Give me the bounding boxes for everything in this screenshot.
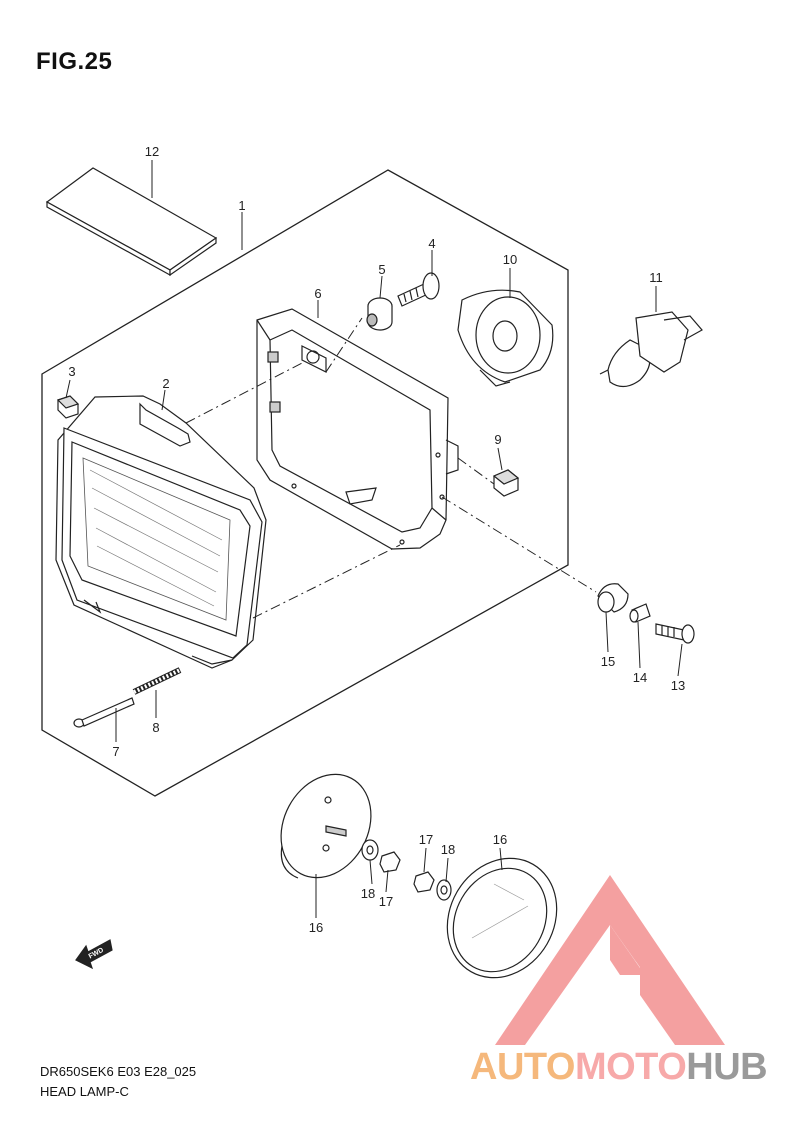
bulb-part-11 — [599, 311, 703, 388]
callout-12: 12 — [145, 144, 159, 159]
bushing-part-15 — [597, 583, 629, 613]
nut-part-17-right — [413, 871, 435, 893]
callout-11: 11 — [649, 270, 663, 285]
automotohub-logo-icon — [495, 875, 725, 1045]
callout-17b: 17 — [419, 832, 433, 847]
callout-4: 4 — [428, 236, 435, 251]
brand-part-moto: MOTO — [574, 1046, 687, 1088]
callout-17a: 17 — [379, 894, 393, 909]
cover-part-16-left — [280, 773, 372, 879]
callout-1: 1 — [238, 198, 245, 213]
callout-9: 9 — [494, 432, 501, 447]
callout-18a: 18 — [361, 886, 375, 901]
adjust-screw-part-7 — [73, 697, 135, 728]
cover-part-16-right — [446, 857, 558, 979]
callout-3: 3 — [68, 364, 75, 379]
callout-16b: 16 — [493, 832, 507, 847]
alignment-lines — [185, 317, 597, 619]
diagram-name: HEAD LAMP-C — [40, 1084, 129, 1099]
screw-part-4 — [397, 272, 440, 307]
callout-7: 7 — [112, 744, 119, 759]
spring-part-8 — [132, 667, 182, 695]
brand-part-auto: AUTO — [470, 1046, 575, 1088]
callout-numbers: 1 2 3 4 5 6 7 8 9 10 11 12 13 14 15 16 1… — [68, 144, 685, 935]
assembly-outline — [41, 169, 569, 797]
callout-8: 8 — [152, 720, 159, 735]
clip-part-3 — [56, 395, 80, 419]
washer-part-18-left — [361, 839, 379, 861]
grommet-part-5 — [366, 297, 393, 331]
callout-6: 6 — [314, 286, 321, 301]
callout-2: 2 — [162, 376, 169, 391]
automotohub-watermark: AUTOMOTOHUB — [470, 1046, 768, 1089]
headlamp-unit-part-2 — [55, 395, 267, 669]
bolt-part-13 — [655, 623, 695, 644]
label-card-part-12 — [45, 167, 218, 277]
diagram-code: DR650SEK6 E03 E28_025 — [40, 1064, 197, 1079]
nut-clip-part-9 — [492, 469, 520, 497]
figure-title: FIG.25 — [36, 48, 113, 75]
fwd-arrow-icon: FWD — [75, 939, 113, 970]
callout-14: 14 — [633, 670, 647, 685]
socket-cover-part-10 — [457, 289, 554, 387]
callout-10: 10 — [503, 252, 517, 267]
washer-part-18-right — [436, 879, 452, 901]
callout-leaders — [65, 160, 683, 918]
collar-part-14 — [629, 603, 651, 623]
callout-18b: 18 — [441, 842, 455, 857]
callout-16a: 16 — [309, 920, 323, 935]
callout-15: 15 — [601, 654, 615, 669]
callout-13: 13 — [671, 678, 685, 693]
callout-5: 5 — [378, 262, 385, 277]
nut-part-17-left — [379, 851, 401, 873]
mounting-frame-part-6 — [256, 308, 459, 550]
brand-part-hub: HUB — [686, 1046, 768, 1088]
